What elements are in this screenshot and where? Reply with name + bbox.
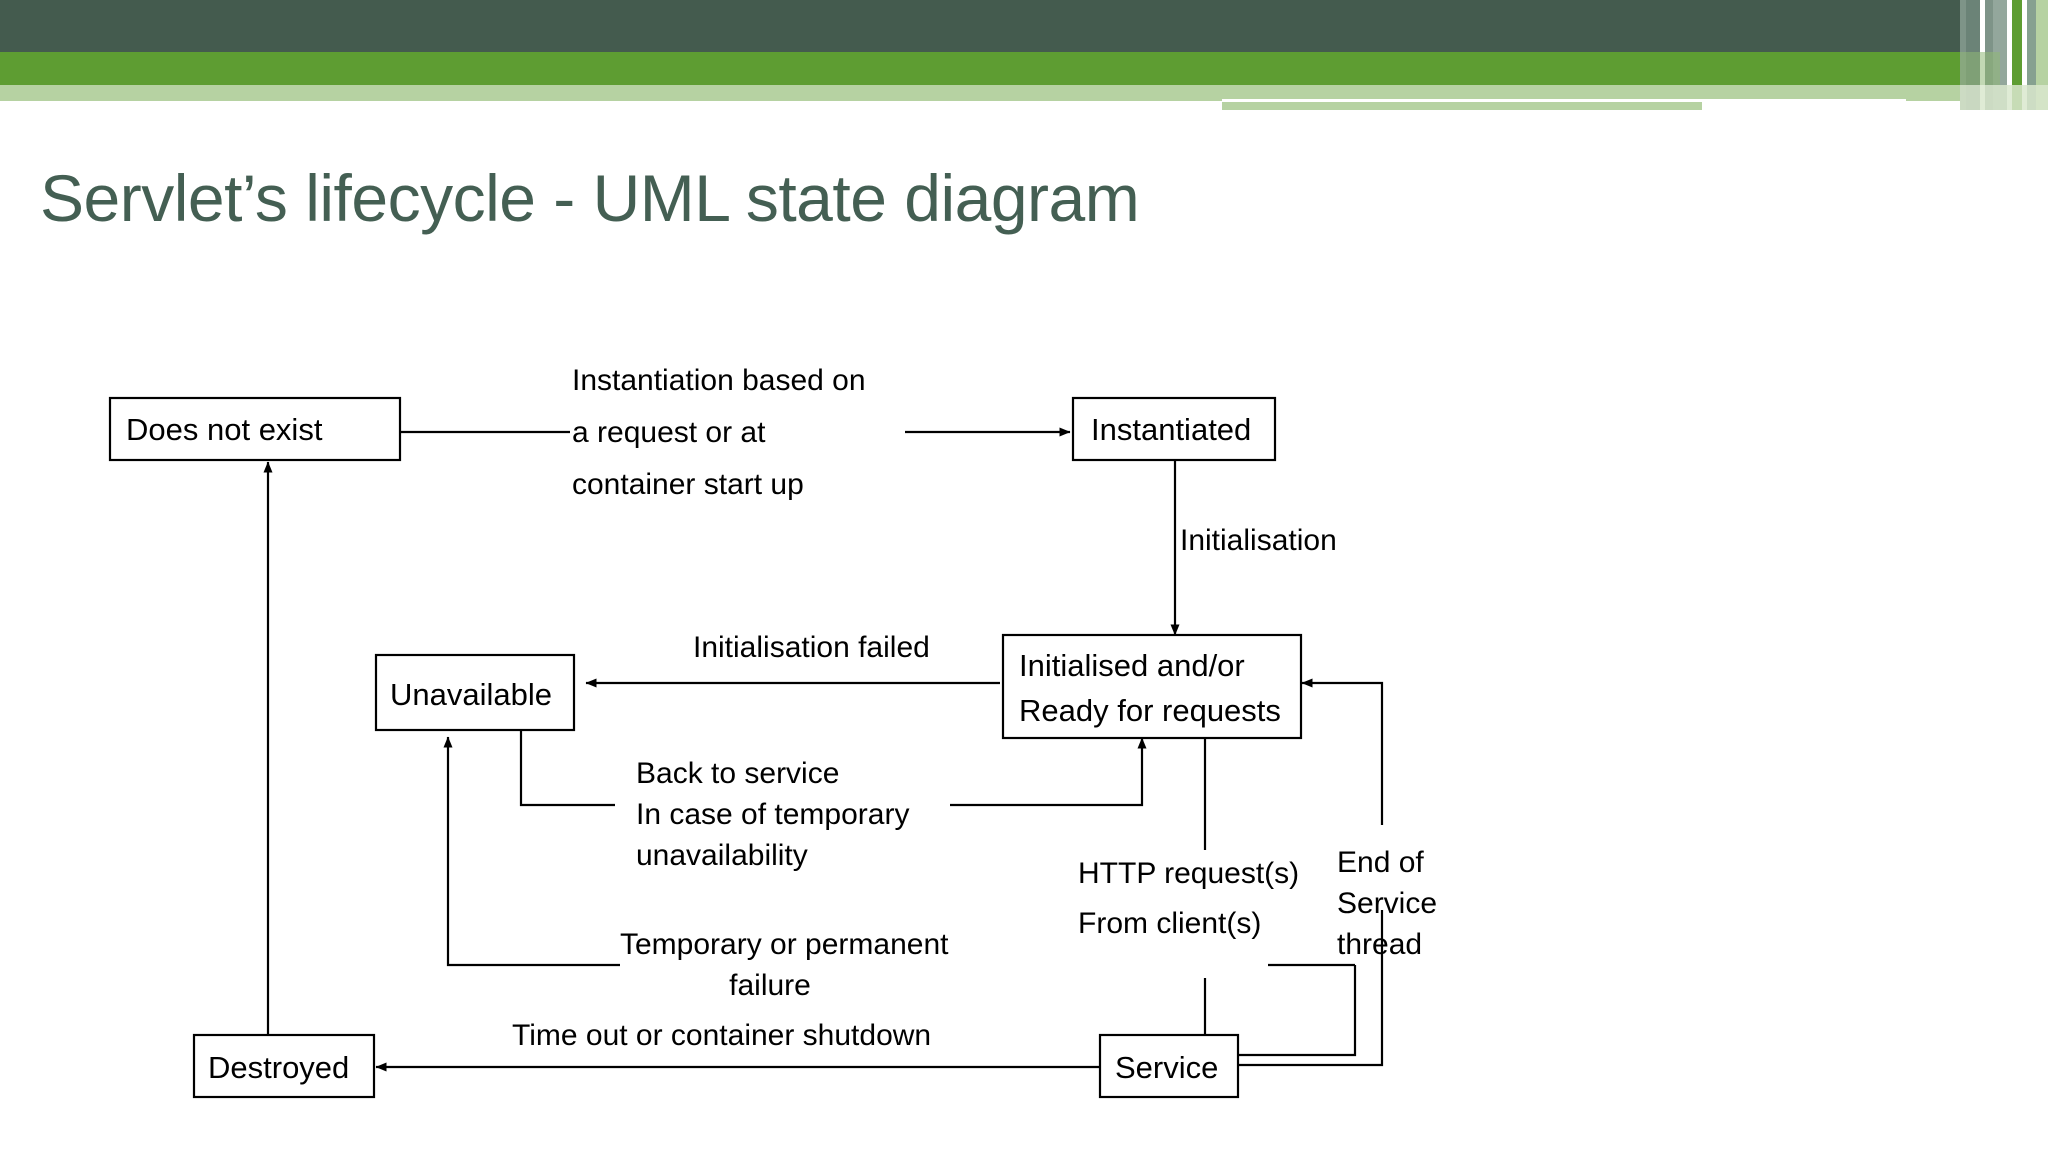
connector-end-of-service-upper bbox=[1301, 678, 1384, 825]
header-vbar-overlay-green-2 bbox=[2012, 52, 2022, 85]
header-dark-band bbox=[0, 0, 2048, 52]
state-box-initialised[interactable]: Initialised and/or Ready for requests bbox=[1001, 633, 1303, 740]
state-box-service[interactable]: Service bbox=[1098, 1033, 1240, 1099]
destroyed-rect bbox=[192, 1033, 376, 1099]
back-to-service-line-2: In case of temporary bbox=[636, 798, 909, 831]
connector-back-to-service-left bbox=[519, 730, 615, 807]
initialisation-failed-line-1: Initialisation failed bbox=[693, 631, 930, 664]
service-label: Service bbox=[1115, 1050, 1218, 1085]
header-green-band bbox=[0, 52, 2048, 85]
edge-label-time-out-shutdown: Time out or container shutdown bbox=[512, 1019, 931, 1052]
does-not-exist-label: Does not exist bbox=[126, 412, 323, 447]
state-box-unavailable[interactable]: Unavailable bbox=[374, 653, 576, 732]
initialised-rect bbox=[1001, 633, 1303, 740]
instantiated-label: Instantiated bbox=[1091, 412, 1251, 447]
http-requests-line-1: HTTP request(s) bbox=[1078, 857, 1299, 890]
failure-line-1: Temporary or permanent bbox=[620, 928, 949, 961]
instantiation-line-3: container start up bbox=[572, 468, 804, 501]
header-pale-right-stripe-a bbox=[1222, 85, 2048, 99]
header-vbar-9 bbox=[2027, 0, 2036, 110]
back-to-service-line-1: Back to service bbox=[636, 757, 839, 790]
initialised-label-line1: Initialised and/or bbox=[1019, 648, 1245, 683]
header-pale-right-stripe-b bbox=[1222, 102, 1702, 115]
header-white-line-a bbox=[1222, 99, 1906, 102]
header-vbar-10 bbox=[2036, 0, 2048, 110]
state-box-does-not-exist[interactable]: Does not exist bbox=[108, 396, 402, 462]
header-vbar-6 bbox=[2007, 0, 2012, 110]
edge-label-http-requests: HTTP request(s) From client(s) bbox=[1078, 857, 1299, 940]
header-pale-left-stripe bbox=[0, 85, 1222, 101]
edge-label-temporary-or-permanent-failure: Temporary or permanent failure bbox=[620, 928, 949, 1002]
unavailable-rect bbox=[374, 653, 576, 732]
instantiation-line-1: Instantiation based on bbox=[572, 364, 866, 397]
header-vbar-overlay-green bbox=[1960, 52, 2000, 85]
initialisation-line-1: Initialisation bbox=[1180, 524, 1337, 557]
edge-label-end-of-service-thread: End of Service thread bbox=[1337, 846, 1437, 961]
edge-label-back-to-service: Back to service In case of temporary una… bbox=[636, 757, 909, 872]
edge-label-initialisation-failed: Initialisation failed bbox=[693, 631, 930, 664]
unavailable-label: Unavailable bbox=[390, 677, 552, 712]
does-not-exist-rect bbox=[108, 396, 402, 462]
destroyed-label: Destroyed bbox=[208, 1050, 349, 1085]
service-rect bbox=[1098, 1033, 1240, 1099]
time-out-shutdown-line-1: Time out or container shutdown bbox=[512, 1019, 931, 1052]
page-title: Servlet’s lifecycle - UML state diagram bbox=[40, 161, 1140, 236]
connector-failure-left bbox=[443, 736, 620, 967]
end-of-service-line-3: thread bbox=[1337, 928, 1422, 961]
uml-state-diagram: Does not exist Instantiated Initialised … bbox=[0, 210, 2048, 1150]
header-vbar-8 bbox=[2022, 0, 2027, 110]
instantiation-line-2: a request or at bbox=[572, 416, 766, 449]
failure-line-2: failure bbox=[729, 969, 811, 1002]
state-box-destroyed[interactable]: Destroyed bbox=[192, 1033, 376, 1099]
instantiated-rect bbox=[1071, 396, 1277, 462]
http-requests-line-2: From client(s) bbox=[1078, 907, 1261, 940]
initialised-label-line2: Ready for requests bbox=[1019, 693, 1281, 728]
end-of-service-line-1: End of bbox=[1337, 846, 1424, 879]
connector-end-of-service-lower bbox=[1235, 910, 1384, 1067]
edge-label-instantiation: Instantiation based on a request or at c… bbox=[572, 364, 866, 501]
header-decoration bbox=[0, 0, 2048, 115]
back-to-service-line-3: unavailability bbox=[636, 839, 808, 872]
edge-label-initialisation: Initialisation bbox=[1180, 524, 1337, 557]
end-of-service-line-2: Service bbox=[1337, 887, 1437, 920]
connector-back-to-service-right bbox=[950, 737, 1147, 807]
state-box-instantiated[interactable]: Instantiated bbox=[1071, 396, 1277, 462]
header-vbar-overlay-pale bbox=[1960, 85, 2048, 111]
slide-header-band bbox=[0, 0, 2048, 115]
